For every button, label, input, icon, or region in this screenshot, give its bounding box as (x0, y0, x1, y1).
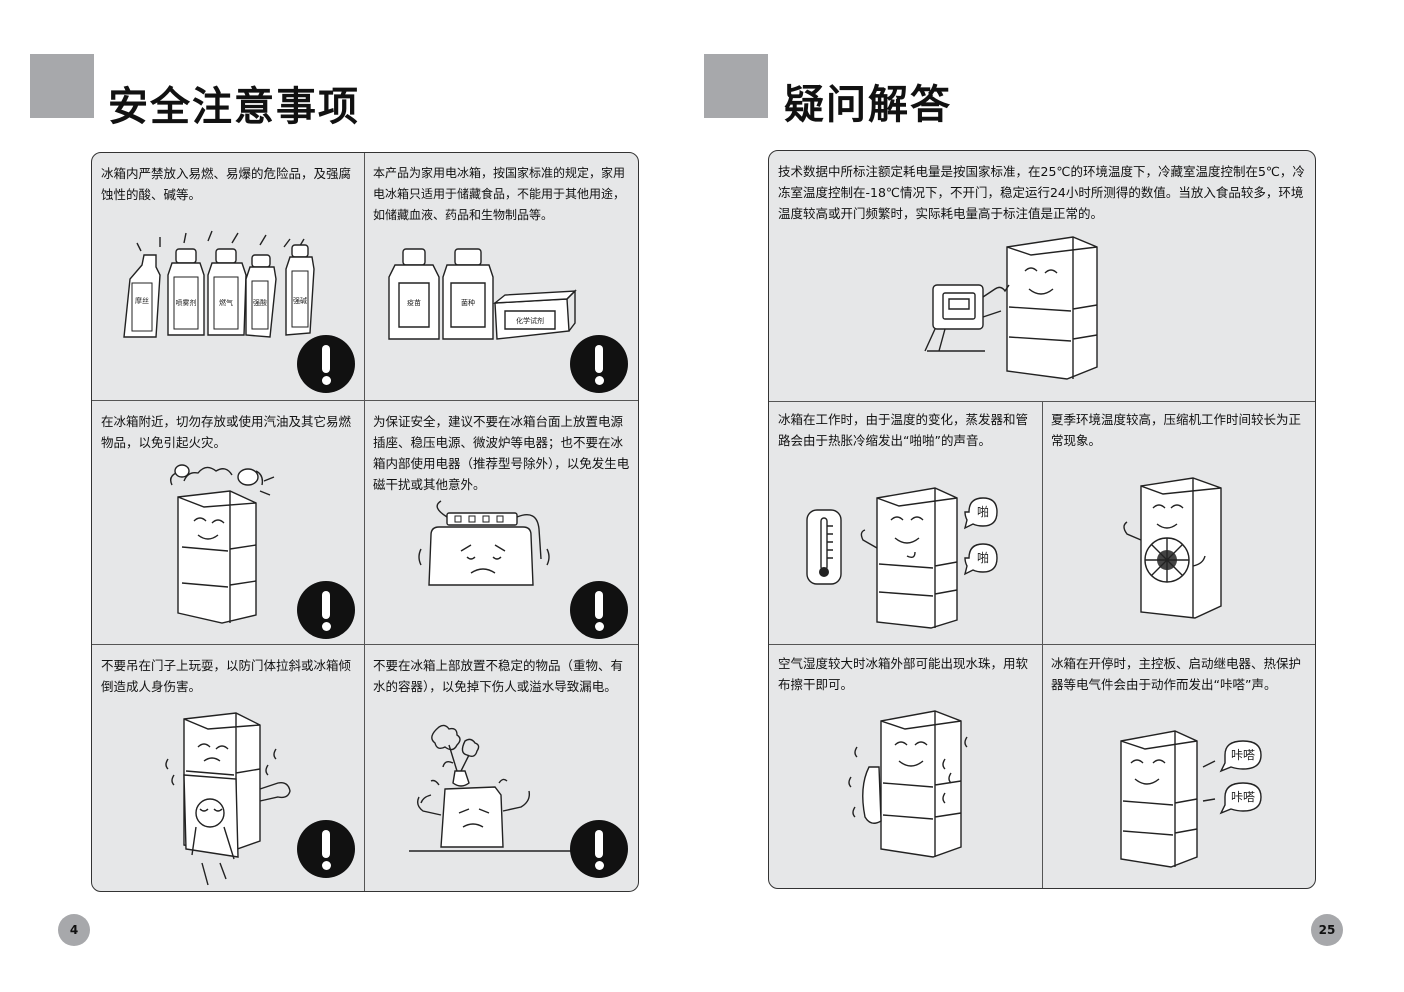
faq-text: 冰箱在工作时，由于温度的变化，蒸发器和管路会由于热胀冷缩发出“啪啪”的声音。 (778, 412, 1029, 448)
fridge-compressor-illustration (1119, 476, 1229, 620)
warning-exclamation-icon (570, 820, 628, 878)
warning-exclamation-icon (297, 335, 355, 393)
safety-item: 在冰箱附近，切勿存放或使用汽油及其它易燃物品，以免引起火灾。 (92, 401, 364, 644)
faq-text: 空气湿度较大时冰箱外部可能出现水珠，用软布擦干即可。 (778, 656, 1029, 692)
fridge-with-power-strip-illustration (411, 499, 559, 585)
page-number: 4 (58, 914, 90, 946)
faq-item: 冰箱在工作时，由于温度的变化，蒸发器和管路会由于热胀冷缩发出“啪啪”的声音。 啪… (769, 402, 1042, 644)
sound-bubble-text: 咔嗒 (1231, 748, 1255, 762)
page-number: 25 (1311, 914, 1343, 946)
supply-label: 菌种 (461, 298, 475, 307)
warning-exclamation-icon (570, 335, 628, 393)
fridge-click-sound-illustration: 咔嗒 咔嗒 (1113, 727, 1301, 867)
divider (92, 400, 638, 401)
safety-text: 不要在冰箱上部放置不稳定的物品（重物、有水的容器），以免掉下伤人或溢水导致漏电。 (373, 658, 624, 694)
divider (364, 153, 365, 891)
safety-item: 不要吊在门子上玩耍，以防门体拉斜或冰箱倾倒造成人身伤害。 (92, 645, 364, 891)
faq-panel: 技术数据中所标注额定耗电量是按国家标准，在25℃的环境温度下，冷藏室温度控制在5… (768, 150, 1316, 889)
safety-text: 为保证安全，建议不要在冰箱台面上放置电源插座、稳压电源、微波炉等电器；也不要在冰… (373, 414, 630, 492)
bottle-label: 喷雾剂 (176, 298, 197, 307)
fridge-thermometer-illustration: 啪 啪 (803, 484, 1003, 630)
sound-bubble-text: 咔嗒 (1231, 790, 1255, 804)
bottle-label: 燃气 (219, 298, 233, 307)
safety-item: 不要在冰箱上部放置不稳定的物品（重物、有水的容器），以免掉下伤人或溢水导致漏电。 (365, 645, 638, 891)
sound-bubble-text: 啪 (977, 504, 989, 519)
fridge-condensation-illustration (849, 707, 969, 859)
safety-item: 冰箱内严禁放入易燃、易爆的危险品，及强腐蚀性的酸、碱等。 (92, 153, 364, 400)
title-block-decoration (30, 54, 94, 118)
bottle-label: 强酸 (253, 298, 267, 307)
safety-item: 本产品为家用电冰箱，按国家标准的规定，家用电冰箱只适用于储藏食品，不能用于其他用… (365, 153, 638, 400)
faq-item: 空气湿度较大时冰箱外部可能出现水珠，用软布擦干即可。 (769, 645, 1042, 888)
safety-text: 冰箱内严禁放入易燃、易爆的危险品，及强腐蚀性的酸、碱等。 (101, 166, 352, 202)
faq-text: 技术数据中所标注额定耗电量是按国家标准，在25℃的环境温度下，冷藏室温度控制在5… (778, 164, 1305, 221)
supply-label: 疫苗 (407, 298, 421, 307)
faq-item: 冰箱在开停时，主控板、启动继电器、热保护器等电气件会由于动作而发出“咔嗒”声。 … (1043, 645, 1315, 888)
child-hanging-on-door-illustration (156, 709, 296, 885)
divider (1042, 401, 1043, 888)
safety-item: 为保证安全，建议不要在冰箱台面上放置电源插座、稳压电源、微波炉等电器；也不要在冰… (365, 401, 638, 644)
safety-text: 本产品为家用电冰箱，按国家标准的规定，家用电冰箱只适用于储藏食品，不能用于其他用… (373, 166, 626, 222)
title-block-decoration (704, 54, 768, 118)
safety-text: 在冰箱附近，切勿存放或使用汽油及其它易燃物品，以免引起火灾。 (101, 414, 352, 450)
faq-item: 技术数据中所标注额定耗电量是按国家标准，在25℃的环境温度下，冷藏室温度控制在5… (769, 151, 1315, 401)
vase-on-fridge-illustration (409, 723, 605, 853)
warning-exclamation-icon (297, 581, 355, 639)
safety-text: 不要吊在门子上玩耍，以防门体拉斜或冰箱倾倒造成人身伤害。 (101, 658, 352, 694)
hazardous-bottles-illustration: 摩丝 喷雾剂 燃气 强酸 强碱 (120, 227, 320, 339)
left-page: 安全注意事项 冰箱内严禁放入易燃、易爆的危险品，及强腐蚀性的酸、碱等。 (30, 54, 639, 946)
fridge-with-power-meter-illustration (925, 233, 1105, 379)
faq-text: 冰箱在开停时，主控板、启动继电器、热保护器等电气件会由于动作而发出“咔嗒”声。 (1051, 656, 1302, 692)
sound-bubble-text: 啪 (977, 550, 989, 565)
fridge-fire-hazard-illustration (164, 463, 276, 623)
faq-text: 夏季环境温度较高，压缩机工作时间较长为正常现象。 (1051, 412, 1302, 448)
safety-panel: 冰箱内严禁放入易燃、易爆的危险品，及强腐蚀性的酸、碱等。 (91, 152, 639, 892)
medical-supplies-illustration: 疫苗 菌种 化学试剂 (385, 247, 577, 343)
warning-exclamation-icon (297, 820, 355, 878)
bottle-label: 强碱 (293, 297, 307, 305)
bottle-label: 摩丝 (135, 296, 149, 305)
page-title: 安全注意事项 (108, 84, 360, 130)
supply-label: 化学试剂 (516, 316, 544, 325)
faq-item: 夏季环境温度较高，压缩机工作时间较长为正常现象。 (1043, 402, 1315, 644)
warning-exclamation-icon (570, 581, 628, 639)
page-title: 疑问解答 (784, 82, 952, 128)
divider (92, 644, 638, 645)
right-page: 疑问解答 技术数据中所标注额定耗电量是按国家标准，在25℃的环境温度下，冷藏室温… (702, 0, 1404, 992)
